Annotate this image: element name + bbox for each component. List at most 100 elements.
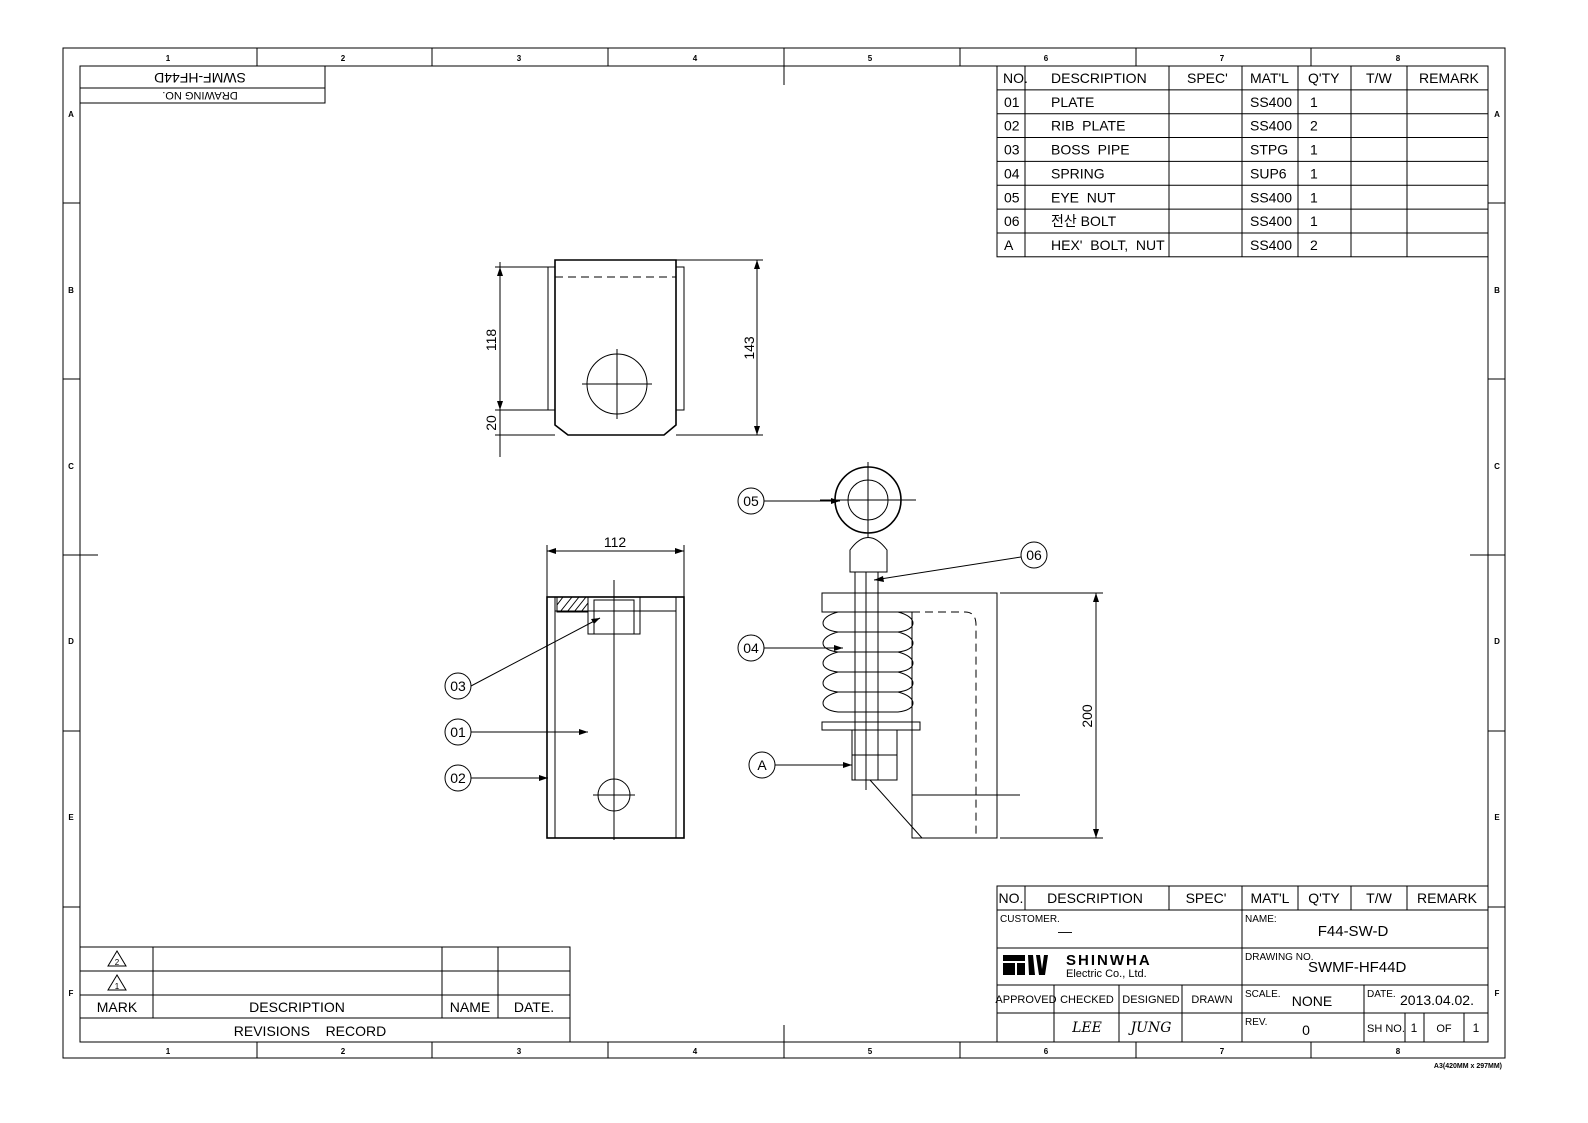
- checked-signature: LEE: [1071, 1020, 1102, 1036]
- sheet-total: 1: [1473, 1021, 1480, 1035]
- row-label: C: [68, 462, 74, 471]
- date-value: 2013.04.02.: [1400, 992, 1474, 1008]
- revisions-record-title: REVISIONS RECORD: [234, 1023, 386, 1039]
- revision-mark: 1: [115, 982, 120, 991]
- parts-header: REMARK: [1419, 70, 1480, 86]
- row-label: E: [68, 813, 74, 822]
- parts-cell-no: 01: [1004, 94, 1020, 110]
- rev-header: DESCRIPTION: [249, 999, 345, 1015]
- row-label: F: [1495, 989, 1500, 998]
- tb-header: DESCRIPTION: [1047, 890, 1143, 906]
- col-label: 2: [341, 1047, 346, 1056]
- parts-header: DESCRIPTION: [1051, 70, 1147, 86]
- parts-cell-desc: EYE NUT: [1051, 189, 1116, 205]
- svg-text:02: 02: [450, 770, 466, 786]
- rev-value: 0: [1302, 1022, 1310, 1038]
- rev-header: NAME: [450, 999, 490, 1015]
- parts-cell-qty: 1: [1310, 213, 1318, 229]
- tb-header: T/W: [1366, 890, 1392, 906]
- shinwha-logo-icon: [1003, 955, 1048, 975]
- drawing-no-value: SWMF-HF44D: [1308, 959, 1406, 976]
- col-label: 1: [166, 1047, 171, 1056]
- parts-cell-no: 03: [1004, 142, 1020, 158]
- name-value: F44-SW-D: [1318, 923, 1389, 940]
- of-label: OF: [1436, 1023, 1452, 1035]
- col-label: 6: [1044, 1047, 1049, 1056]
- dim-112: 112: [604, 534, 627, 550]
- customer-label: CUSTOMER.: [1000, 914, 1060, 925]
- dim-143: 143: [741, 336, 757, 360]
- col-label: 3: [517, 54, 522, 63]
- row-label: D: [68, 637, 74, 646]
- parts-cell-qty: 2: [1310, 118, 1318, 134]
- parts-cell-qty: 1: [1310, 94, 1318, 110]
- callout-03: 03: [444, 672, 472, 700]
- svg-text:A: A: [757, 757, 767, 773]
- front-view: 112: [470, 534, 685, 840]
- row-label: B: [1494, 286, 1500, 295]
- parts-cell-desc: PLATE: [1051, 94, 1094, 110]
- sheet-no-label: SH NO.: [1367, 1023, 1405, 1035]
- date-label: DATE.: [1367, 989, 1396, 1000]
- svg-text:06: 06: [1026, 547, 1042, 563]
- col-label: 7: [1220, 1047, 1225, 1056]
- scale-label: SCALE.: [1245, 989, 1281, 1000]
- col-label: 5: [868, 54, 873, 63]
- col-label: 1: [166, 54, 171, 63]
- parts-cell-mat: STPG: [1250, 142, 1288, 158]
- parts-header: SPEC': [1187, 70, 1228, 86]
- title-block: NO. DESCRIPTION SPEC' MAT'L Q'TY T/W REM…: [995, 885, 1489, 1043]
- parts-cell-mat: SS400: [1250, 213, 1292, 229]
- row-label: C: [1494, 462, 1500, 471]
- col-label: 4: [693, 1047, 698, 1056]
- customer-value: —: [1058, 923, 1072, 939]
- parts-cell-mat: SUP6: [1250, 165, 1287, 181]
- side-view: 200: [764, 462, 1103, 839]
- svg-text:05: 05: [743, 493, 759, 509]
- parts-cell-desc: SPRING: [1051, 165, 1105, 181]
- callout-06: 06: [1020, 541, 1048, 569]
- parts-cell-qty: 2: [1310, 237, 1318, 253]
- row-label: A: [1494, 110, 1500, 119]
- parts-cell-mat: SS400: [1250, 189, 1292, 205]
- dim-200: 200: [1079, 704, 1095, 728]
- parts-cell-mat: SS400: [1250, 237, 1292, 253]
- parts-cell-no: 05: [1004, 189, 1020, 205]
- drawing-number-label-inverted: DRAWING NO.: [162, 89, 237, 101]
- revisions-table: 2 1 MARK DESCRIPTION NAME DATE. REVISION…: [79, 946, 571, 1043]
- callout-A: A: [748, 751, 776, 779]
- col-label: 2: [341, 54, 346, 63]
- dim-20: 20: [483, 415, 499, 431]
- company-subtitle: Electric Co., Ltd.: [1066, 968, 1147, 980]
- parts-header: MAT'L: [1250, 70, 1289, 86]
- role-checked: CHECKED: [1060, 994, 1114, 1006]
- parts-header: T/W: [1366, 70, 1392, 86]
- tb-header: Q'TY: [1308, 890, 1340, 906]
- parts-cell-desc: HEX' BOLT, NUT: [1051, 237, 1165, 253]
- role-designed: DESIGNED: [1122, 994, 1180, 1006]
- callout-05: 05: [737, 487, 765, 515]
- tb-header: REMARK: [1417, 890, 1478, 906]
- parts-cell-no: 04: [1004, 165, 1020, 181]
- name-label: NAME:: [1245, 914, 1277, 925]
- parts-cell-no: 02: [1004, 118, 1020, 134]
- parts-cell-qty: 1: [1310, 142, 1318, 158]
- callouts: 05 06 04 A 03 01 02: [444, 487, 1048, 792]
- row-label: A: [68, 110, 74, 119]
- parts-cell-no: 06: [1004, 213, 1020, 229]
- parts-header: Q'TY: [1308, 70, 1340, 86]
- row-label: D: [1494, 637, 1500, 646]
- svg-text:01: 01: [450, 724, 466, 740]
- tb-header: NO.: [999, 890, 1024, 906]
- parts-cell-mat: SS400: [1250, 118, 1292, 134]
- row-label: F: [69, 989, 74, 998]
- parts-cell-no: A: [1004, 237, 1014, 253]
- role-approved: APPROVED: [995, 994, 1056, 1006]
- tb-header: SPEC': [1186, 890, 1227, 906]
- role-drawn: DRAWN: [1191, 994, 1232, 1006]
- drawing-no-label: DRAWING NO.: [1245, 952, 1314, 963]
- callout-04: 04: [737, 634, 765, 662]
- sheet-no: 1: [1411, 1021, 1418, 1035]
